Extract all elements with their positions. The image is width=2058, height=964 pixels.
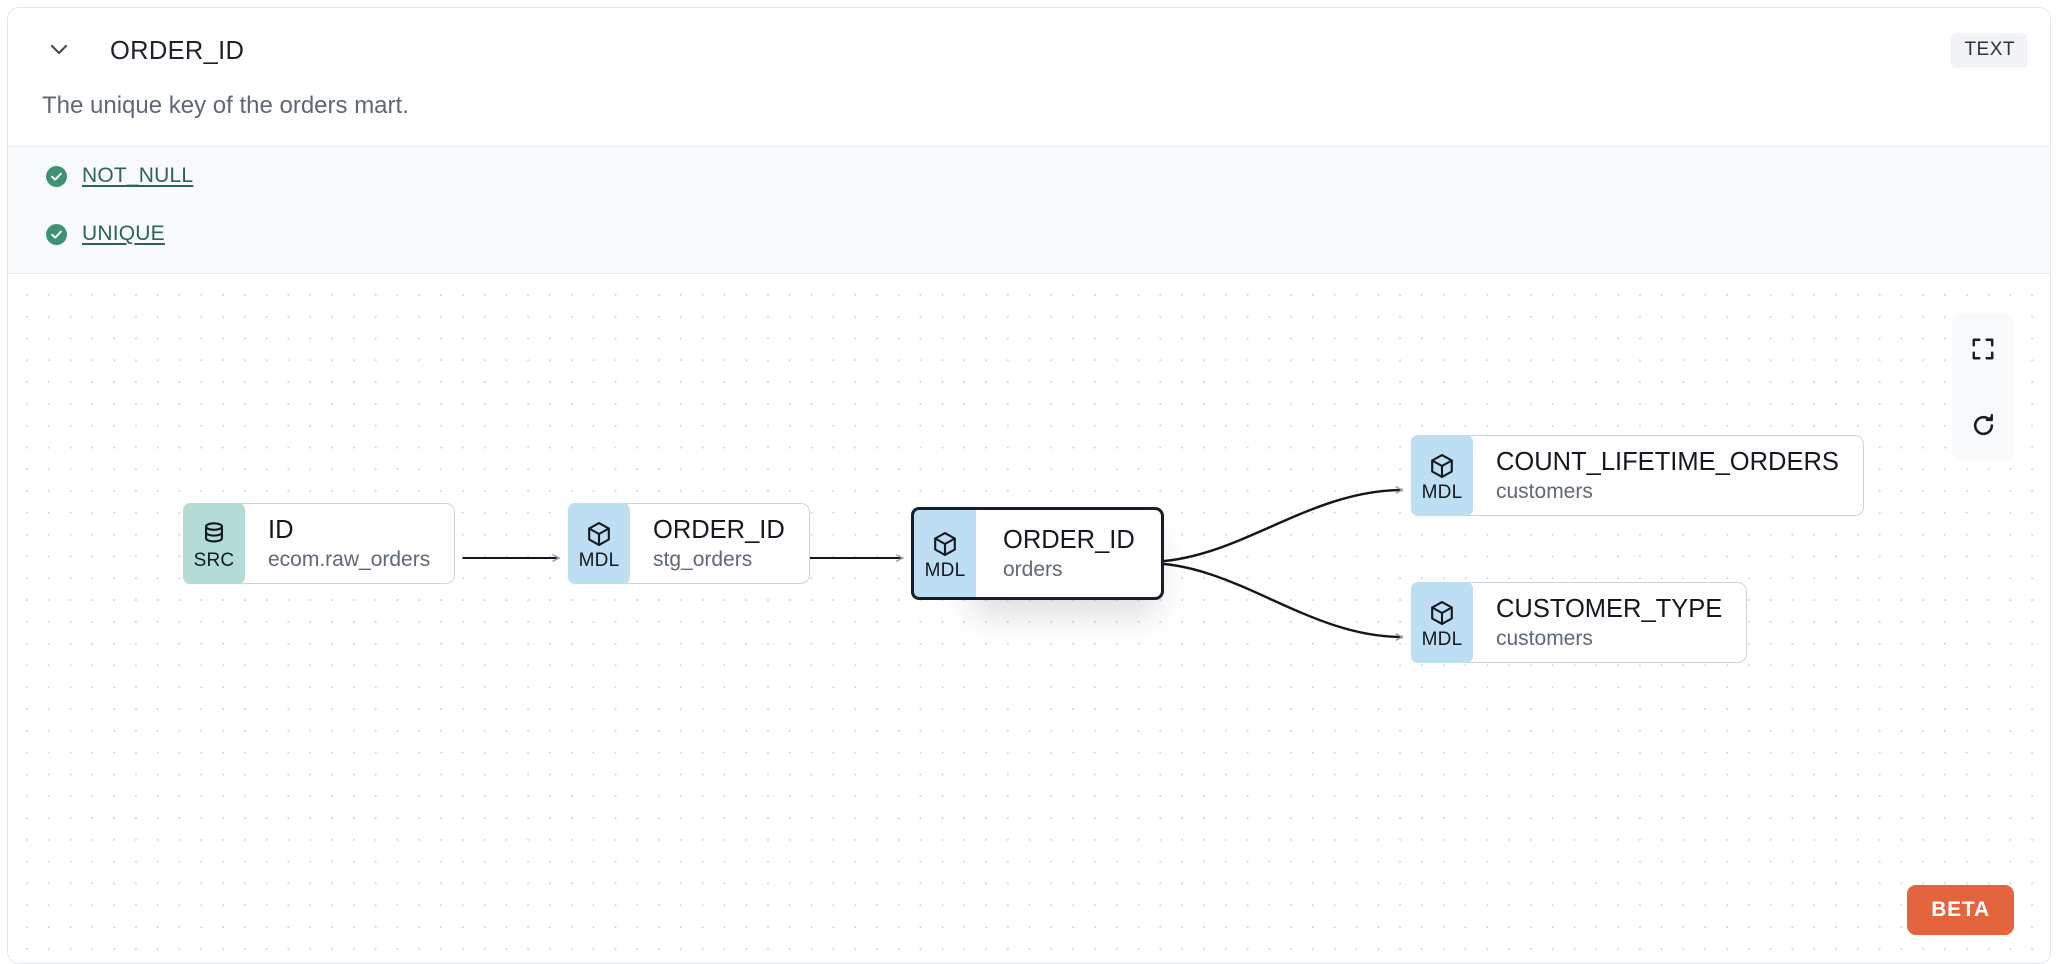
node-subtitle: stg_orders bbox=[653, 548, 753, 572]
node-title: ORDER_ID bbox=[653, 516, 785, 544]
node-body: COUNT_LIFETIME_ORDERS customers bbox=[1461, 435, 1864, 517]
database-icon bbox=[205, 521, 223, 543]
cube-icon bbox=[1431, 600, 1453, 625]
column-detail-card: ORDER_ID TEXT The unique key of the orde… bbox=[7, 7, 2051, 964]
fit-screen-icon bbox=[1972, 338, 1994, 360]
chevron-down-icon[interactable] bbox=[46, 36, 72, 62]
node-badge-mdl: MDL bbox=[911, 507, 976, 601]
node-body: ID ecom.raw_orders bbox=[233, 503, 456, 585]
node-badge-src: SRC bbox=[183, 503, 245, 585]
page-title: ORDER_ID bbox=[110, 37, 245, 65]
node-title: COUNT_LIFETIME_ORDERS bbox=[1496, 448, 1839, 476]
check-circle-icon bbox=[46, 165, 67, 187]
tests-section: NOT_NULL UNIQUE bbox=[8, 146, 2050, 274]
column-header: ORDER_ID TEXT The unique key of the orde… bbox=[8, 8, 2050, 119]
node-title: ID bbox=[268, 516, 294, 544]
reset-button[interactable] bbox=[1952, 389, 2014, 461]
node-title: CUSTOMER_TYPE bbox=[1496, 595, 1723, 623]
node-body: ORDER_ID orders bbox=[964, 507, 1164, 601]
node-badge-mdl: MDL bbox=[1411, 435, 1473, 517]
cube-icon bbox=[588, 521, 610, 546]
node-badge-mdl: MDL bbox=[1411, 582, 1473, 664]
node-subtitle: ecom.raw_orders bbox=[268, 548, 431, 572]
column-description: The unique key of the orders mart. bbox=[42, 92, 409, 119]
node-body: CUSTOMER_TYPE customers bbox=[1461, 582, 1748, 664]
node-badge-label: SRC bbox=[193, 549, 235, 571]
node-badge-label: MDL bbox=[578, 549, 620, 571]
column-type-badge: TEXT bbox=[1951, 33, 2028, 68]
lineage-node-src-raw-orders[interactable]: SRC ID ecom.raw_orders bbox=[183, 503, 456, 585]
canvas-controls bbox=[1952, 313, 2014, 461]
node-subtitle: orders bbox=[1003, 558, 1063, 582]
node-badge-label: MDL bbox=[1421, 481, 1463, 503]
cube-icon bbox=[934, 531, 956, 556]
node-badge-label: MDL bbox=[1421, 628, 1463, 650]
node-subtitle: customers bbox=[1496, 480, 1593, 504]
refresh-icon bbox=[1973, 413, 1993, 435]
lineage-node-mdl-orders[interactable]: MDL ORDER_ID orders bbox=[911, 507, 1164, 601]
check-circle-icon bbox=[46, 223, 67, 245]
node-body: ORDER_ID stg_orders bbox=[618, 503, 810, 585]
edge-mdl-orders-to-mdl-customer-type bbox=[1146, 561, 1403, 641]
test-link-label[interactable]: NOT_NULL bbox=[82, 164, 194, 187]
test-item-unique[interactable]: UNIQUE bbox=[46, 222, 165, 246]
node-badge-label: MDL bbox=[924, 559, 966, 581]
test-link-label[interactable]: UNIQUE bbox=[82, 222, 165, 245]
lineage-node-mdl-count-lifetime-orders[interactable]: MDL COUNT_LIFETIME_ORDERS customers bbox=[1411, 435, 1864, 517]
edge-mdl-orders-to-mdl-count-lifetime-orders bbox=[1146, 486, 1403, 564]
beta-badge[interactable]: BETA bbox=[1907, 885, 2014, 935]
lineage-graph-canvas[interactable]: SRC ID ecom.raw_orders MDL ORDER_ID stg_… bbox=[8, 275, 2050, 963]
fit-view-button[interactable] bbox=[1952, 313, 2014, 385]
node-badge-mdl: MDL bbox=[568, 503, 630, 585]
node-subtitle: customers bbox=[1496, 627, 1593, 651]
lineage-node-mdl-stg-orders[interactable]: MDL ORDER_ID stg_orders bbox=[568, 503, 810, 585]
cube-icon bbox=[1431, 453, 1453, 478]
node-title: ORDER_ID bbox=[1003, 526, 1135, 554]
test-item-not-null[interactable]: NOT_NULL bbox=[46, 164, 193, 188]
lineage-node-mdl-customer-type[interactable]: MDL CUSTOMER_TYPE customers bbox=[1411, 582, 1748, 664]
